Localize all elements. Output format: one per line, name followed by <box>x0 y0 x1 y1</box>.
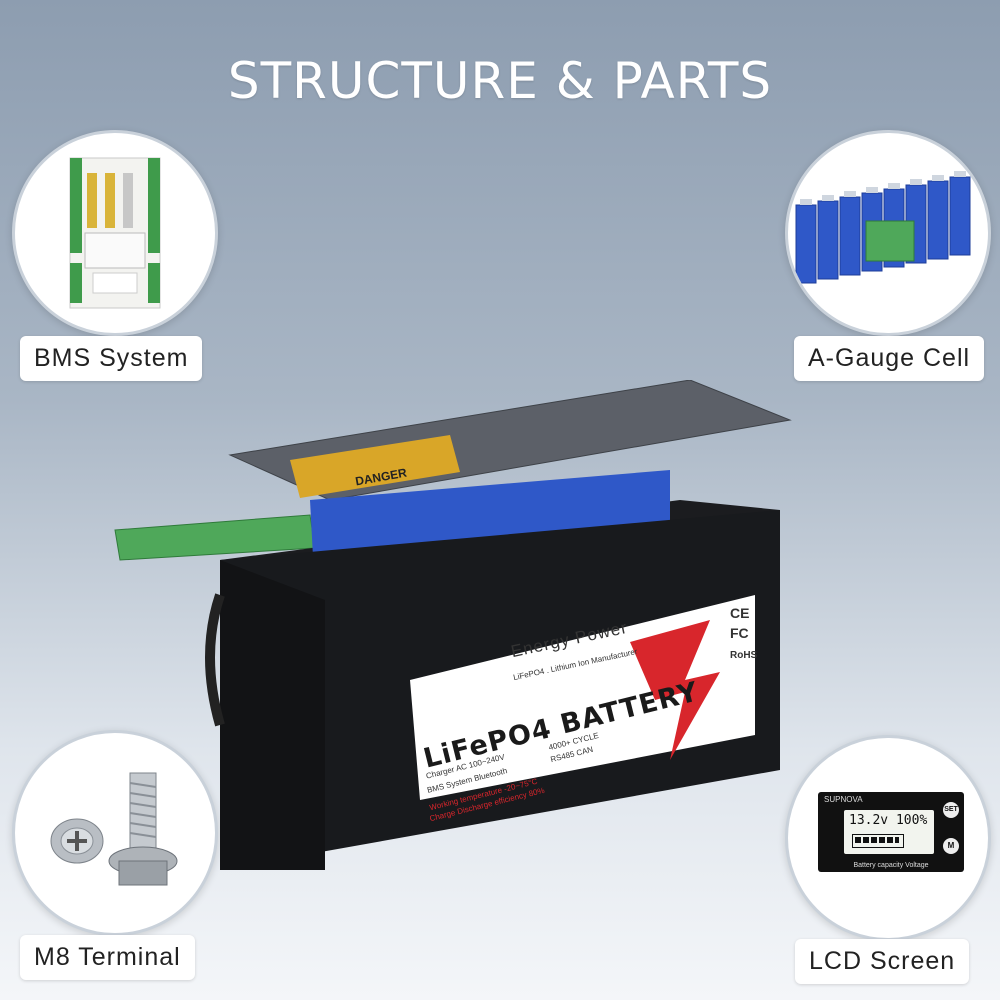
lcd-screen-circle: SUPNOVA 13.2v 100% SET M Battery capacit… <box>785 735 991 941</box>
lcd-m-button: M <box>943 838 959 854</box>
a-gauge-cell-label: A-Gauge Cell <box>794 336 985 381</box>
lcd-battery-bar <box>852 834 904 848</box>
lcd-caption: Battery capacity Voltage <box>853 862 929 869</box>
bms-system-circle <box>12 130 218 336</box>
lcd-screen-panel: 13.2v 100% <box>844 810 934 854</box>
cert-fc: FC <box>730 625 749 641</box>
cert-ce: CE <box>730 605 750 621</box>
lcd-screen-label: LCD Screen <box>795 939 970 984</box>
battery-illustration: Energy Power LiFePO4 . Lithium Ion Manuf… <box>110 379 800 880</box>
lcd-set-button: SET <box>943 802 959 818</box>
lcd-reading: 13.2v 100% <box>849 813 928 828</box>
page-title: STRUCTURE & PARTS <box>227 52 773 110</box>
m8-terminal-label: M8 Terminal <box>20 935 195 980</box>
lcd-brand: SUPNOVA <box>824 795 863 804</box>
m8-terminal-circle <box>12 730 218 936</box>
lcd-display-icon: SUPNOVA 13.2v 100% SET M Battery capacit… <box>818 792 964 872</box>
battery-body-graphic <box>114 379 792 870</box>
cell-pack-icon <box>795 171 971 284</box>
bms-board-icon <box>69 157 161 309</box>
bms-system-label: BMS System <box>20 336 203 381</box>
a-gauge-cell-circle <box>785 130 991 336</box>
cert-rohs: RoHS <box>730 650 758 661</box>
terminal-screw-icon <box>50 772 178 886</box>
